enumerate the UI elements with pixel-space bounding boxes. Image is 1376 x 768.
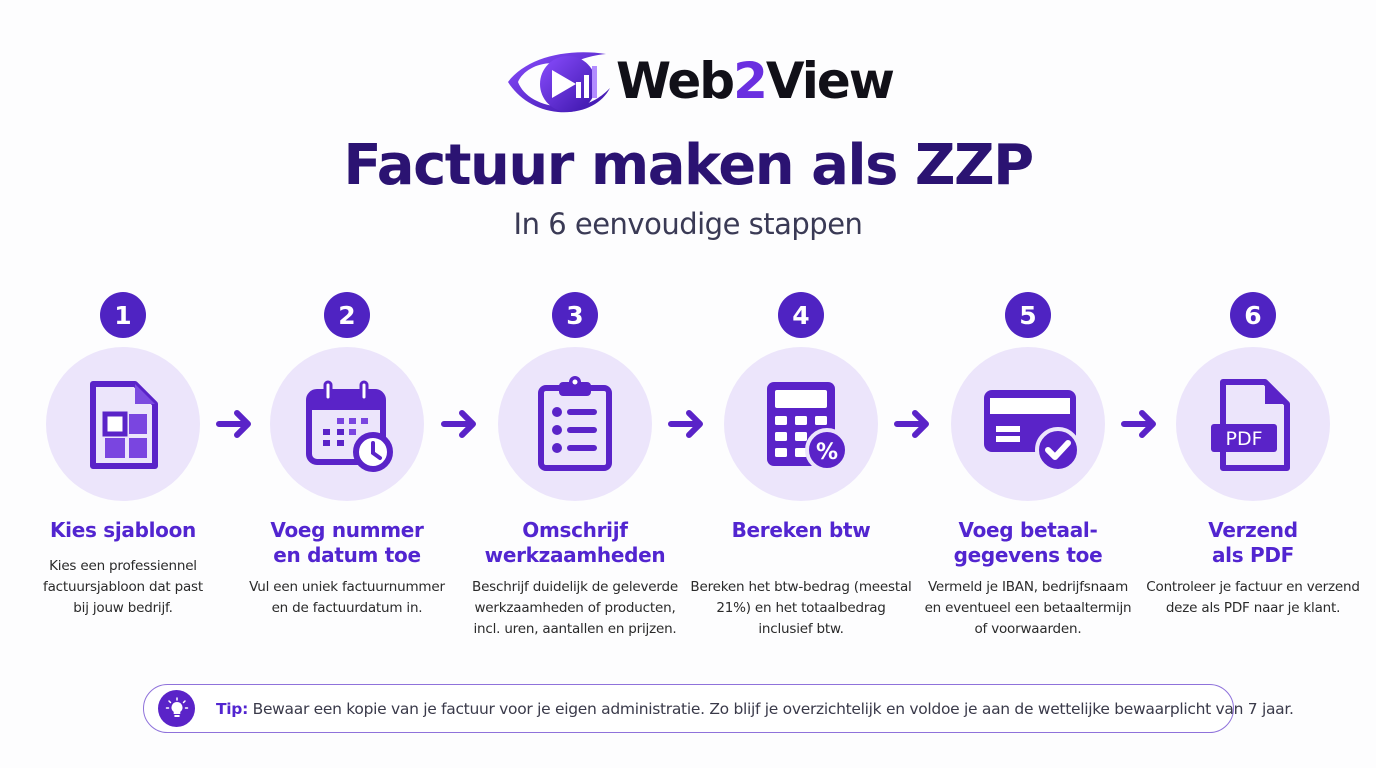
template-document-icon [90,381,158,469]
step-icon-circle: % [724,347,878,501]
step-number-badge: 3 [552,292,598,338]
clipboard-list-icon [538,376,612,471]
step-number-badge: 4 [778,292,824,338]
arrow-right-icon [1121,410,1156,438]
steps-row: 1 Kies sjabloon Kies een professiennel f… [0,292,1376,652]
step-icon-circle [498,347,652,501]
step-number-badge: 2 [324,292,370,338]
lightbulb-icon [158,690,195,727]
step-description: Kies een professiennel factuursjabloon d… [43,558,203,616]
step-description: Vul een uniek factuurnummer en de factuu… [249,579,445,616]
step-icon-circle [951,347,1105,501]
page-subtitle: In 6 eenvoudige stappen [513,207,863,241]
step-title: Omschrijf werkzaamheden [484,518,666,567]
eye-play-chart-logo-icon [508,52,610,113]
step-title: Voeg nummer en datum toe [270,518,424,567]
step-title: Bereken btw [731,518,871,542]
calendar-clock-icon [306,380,393,472]
arrow-right-icon [216,410,251,438]
step-description: Vermeld je IBAN, bedrijfsnaam en eventue… [924,579,1132,637]
arrow-right-icon [668,410,703,438]
step-description: Controleer je factuur en verzend deze al… [1146,579,1360,616]
step-icon-circle: PDF [1176,347,1330,501]
tip-banner: Tip: Bewaar een kopie van je factuur voo… [143,684,1294,733]
step-number-badge: 1 [100,292,146,338]
step-number-badge: 5 [1005,292,1051,338]
step-number-badge: 6 [1230,292,1276,338]
svg-text:PDF: PDF [1225,428,1262,450]
pdf-document-icon: PDF [1211,379,1290,471]
tip-text: Tip: Bewaar een kopie van je factuur voo… [216,699,1294,718]
step-icon-circle [46,347,200,501]
calculator-percent-icon: % [767,382,849,472]
brand-logo: Web2View [506,48,895,114]
step-title: Verzend als PDF [1208,518,1298,567]
step-description: Beschrijf duidelijk de geleverde werkzaa… [472,579,678,637]
step-description: Bereken het btw-bedrag (meestal 21%) en … [690,579,912,637]
svg-text:%: % [816,440,838,465]
brand-name: Web2View [616,52,895,110]
tip-label: Tip: [216,699,248,718]
step-icon-circle [270,347,424,501]
step-title: Kies sjabloon [49,518,197,542]
credit-card-check-icon [984,390,1078,473]
arrow-right-icon [894,410,929,438]
arrow-right-icon [441,410,476,438]
step-title: Voeg betaal- gegevens toe [953,518,1103,567]
page-title: Factuur maken als ZZP [343,133,1034,198]
